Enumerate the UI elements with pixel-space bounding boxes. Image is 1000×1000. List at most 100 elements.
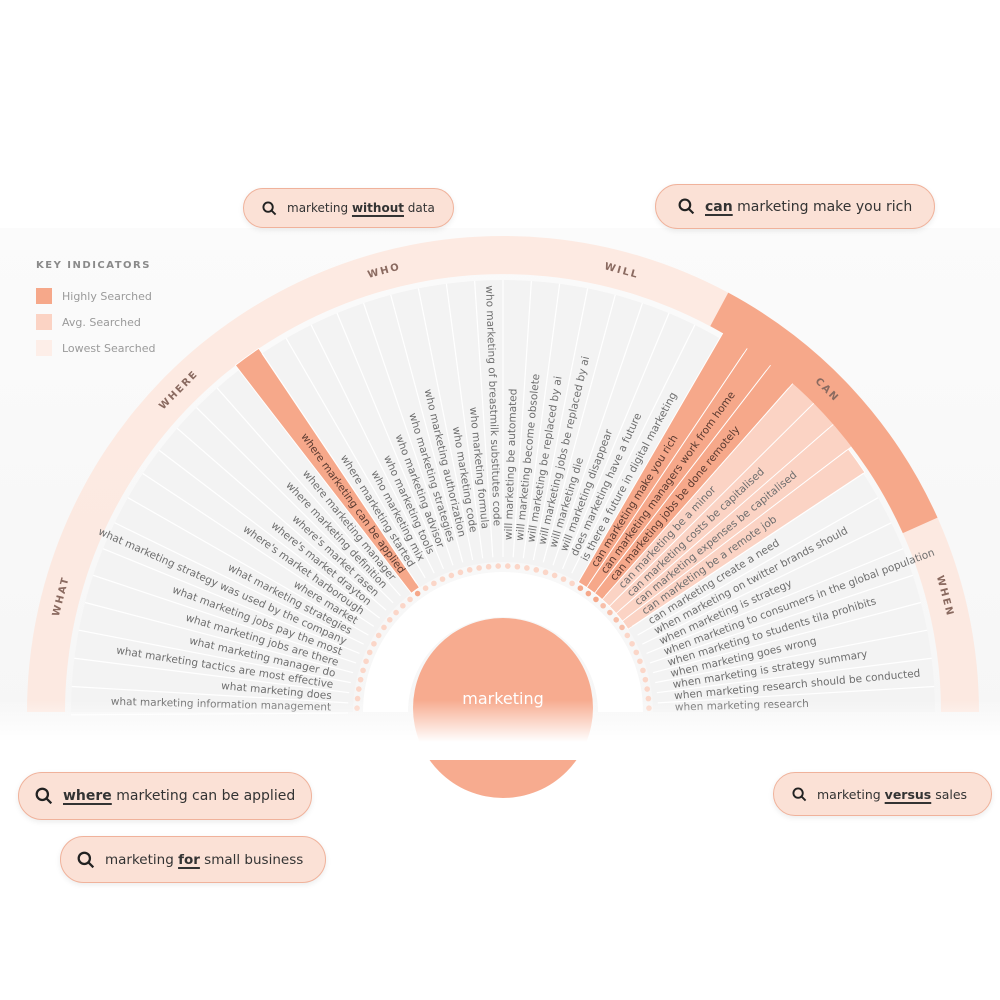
callout-text: marketing make you rich [732, 198, 913, 215]
legend-item-avg: Avg. Searched [36, 309, 156, 335]
query-label: will marketing be automated [503, 388, 520, 540]
volume-dot [422, 585, 429, 591]
radial-divider [642, 522, 892, 645]
legend-swatch-low [36, 340, 52, 356]
legend-item-high: Highly Searched [36, 283, 156, 309]
volume-dot [624, 632, 631, 639]
volume-dot [600, 602, 606, 609]
radial-divider [390, 294, 464, 563]
callout-where[interactable]: where marketing can be applied [18, 772, 313, 820]
radial-divider [176, 427, 387, 611]
radial-divider [261, 353, 418, 584]
radial-divider [512, 280, 532, 558]
callout-text: sales [931, 786, 968, 802]
callout-text: marketing [817, 786, 885, 802]
radial-divider [285, 338, 426, 579]
callout-versus[interactable]: marketing versus sales [773, 772, 993, 816]
volume-dot [375, 632, 382, 639]
radial-divider [542, 294, 616, 563]
volume-dot [619, 624, 625, 631]
legend-label: Avg. Searched [62, 315, 141, 329]
volume-dot [386, 617, 393, 623]
search-icon [35, 787, 53, 805]
volume-dot [642, 676, 649, 683]
radial-divider [522, 283, 561, 559]
radial-divider [114, 522, 364, 645]
radial-divider [655, 629, 928, 684]
volume-dot [371, 640, 377, 647]
callout-can[interactable]: can marketing make you rich [655, 184, 936, 229]
volume-dot [431, 580, 437, 587]
callout-keyword: where [63, 788, 112, 804]
ring-highlight-can [710, 292, 938, 534]
callout-keyword: can [705, 198, 733, 215]
callout-keyword: versus [884, 786, 932, 802]
radial-divider [74, 657, 350, 694]
volume-dot [360, 667, 366, 674]
volume-dot [381, 624, 387, 631]
volume-dot [485, 563, 492, 570]
volume-dot [560, 576, 567, 582]
radial-divider [474, 280, 494, 558]
legend-item-low: Lowest Searched [36, 335, 156, 361]
callout-text: data [403, 201, 435, 215]
radial-divider [142, 472, 375, 627]
volume-dot [363, 658, 369, 665]
callout-keyword: without [351, 201, 404, 215]
volume-dot [551, 572, 558, 579]
volume-dot [457, 569, 464, 576]
search-volume-wedge [234, 347, 420, 594]
volume-dot [640, 667, 646, 674]
radial-divider [637, 497, 879, 636]
radial-divider [216, 387, 401, 597]
radial-divider [656, 657, 932, 694]
radial-divider [571, 324, 696, 574]
callout-text: marketing can be applied [111, 788, 296, 804]
volume-dot [633, 649, 640, 656]
volume-dot [504, 563, 511, 569]
radial-divider [363, 302, 454, 566]
volume-dot [613, 617, 620, 623]
radial-divider [158, 449, 381, 619]
callout-text: small business [199, 851, 304, 868]
volume-dot [495, 563, 502, 569]
radial-divider [78, 629, 351, 684]
legend-label: Lowest Searched [62, 341, 156, 355]
volume-dot [414, 590, 421, 597]
volume-dot [476, 565, 482, 571]
radial-divider [310, 324, 435, 574]
legend: KEY INDICATORS Highly Searched Avg. Sear… [36, 260, 156, 361]
volume-dot [593, 596, 599, 603]
radial-divider [646, 548, 904, 654]
radial-divider [532, 288, 589, 561]
volume-dot [533, 567, 540, 573]
radial-divider [336, 312, 444, 570]
callout-for[interactable]: marketing for small business [60, 836, 327, 883]
radial-divider [652, 601, 922, 674]
search-icon [678, 198, 695, 215]
volume-dot [366, 649, 373, 656]
radial-divider [649, 574, 913, 664]
radial-divider [562, 312, 670, 570]
inner-ring [363, 572, 643, 712]
search-icon [77, 851, 95, 868]
volume-dot [524, 565, 530, 571]
radial-divider [93, 574, 357, 664]
volume-dot [577, 585, 584, 591]
callout-text: marketing [287, 201, 352, 215]
volume-dot [448, 572, 455, 579]
volume-dot [407, 596, 413, 603]
search-icon [792, 786, 807, 801]
volume-dot [514, 563, 521, 570]
radial-divider [102, 548, 360, 654]
search-icon [262, 200, 277, 215]
callout-without[interactable]: marketing without data [243, 188, 454, 228]
volume-dot [637, 658, 643, 665]
legend-label: Highly Searched [62, 289, 152, 303]
legend-title: KEY INDICATORS [36, 260, 151, 271]
volume-dot [357, 676, 364, 683]
radial-divider [445, 283, 484, 559]
volume-dot [542, 569, 549, 576]
legend-swatch-high [36, 288, 52, 304]
